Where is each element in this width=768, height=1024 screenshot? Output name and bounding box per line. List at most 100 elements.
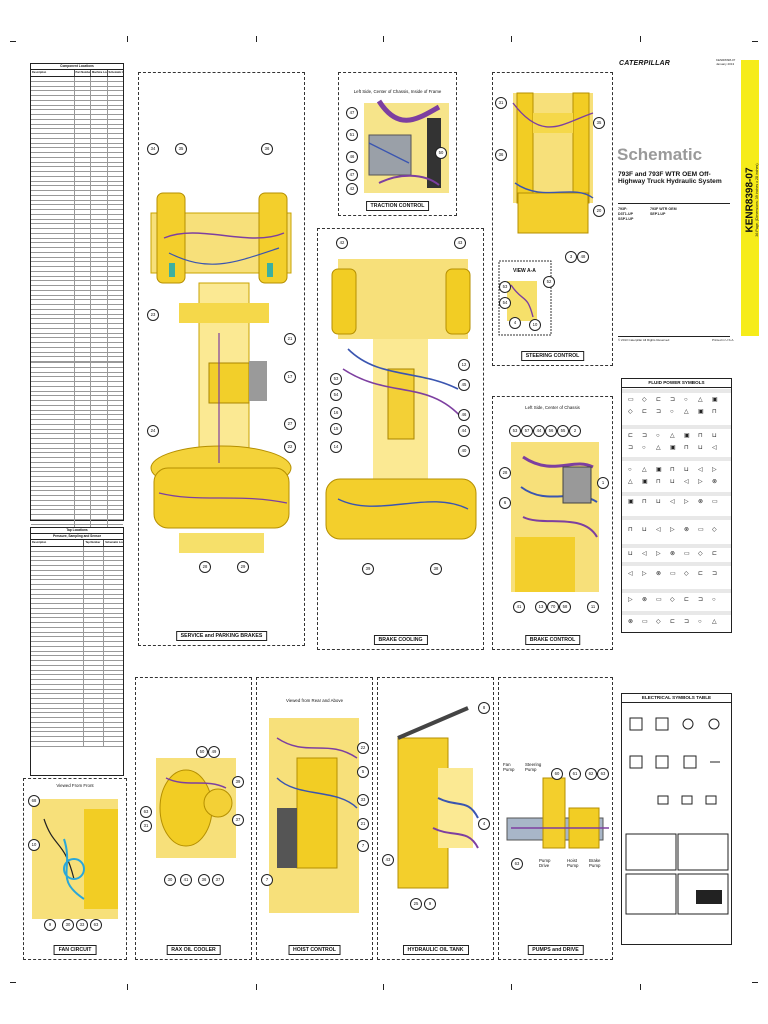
table-cell [91,405,108,410]
table-row [31,167,123,172]
table-cell [108,520,124,524]
table-cell [108,201,124,205]
table-cell [91,472,108,476]
table-cell [91,500,108,505]
fluid-symbol-glyph: ◁ [670,499,675,505]
table-cell [108,468,124,472]
tap-table-body [31,547,123,747]
fluid-symbol-glyph: △ [712,619,717,625]
table-row [31,580,123,585]
table-cell [84,665,105,670]
fluid-symbol-glyph: ⊔ [628,551,633,557]
callout: 70 [547,601,559,613]
callout: 43 [382,854,394,866]
table-cell [75,110,91,114]
table-cell [108,148,124,152]
table-cell [75,233,91,238]
table-cell [104,704,123,708]
table-row [31,684,123,690]
panel-label: BRAKE CONTROL [524,635,581,645]
table-row [31,181,123,187]
table-cell [84,684,105,689]
fluid-symbol-glyph: ○ [670,409,674,415]
table-cell [75,515,91,519]
table-cell [91,477,108,481]
table-cell [75,205,91,209]
table-cell [108,262,124,266]
callout: 27 [284,418,296,430]
table-row [31,575,123,581]
table-cell [91,309,108,314]
table-row [31,243,123,248]
callout: 21 [357,818,369,830]
callout: 50 [196,746,208,758]
table-cell [31,276,75,281]
table-row [31,115,123,120]
symbol-section-header [622,589,731,593]
table-cell [75,343,91,347]
table-cell [91,153,108,157]
table-cell [108,491,124,495]
callout: 33 [357,794,369,806]
table-cell [31,262,75,266]
table-cell [108,253,124,257]
table-cell [31,627,85,632]
table-cell [75,248,91,252]
table-cell [75,200,91,205]
fluid-symbol-glyph: ⊗ [684,527,690,533]
crop-mark [10,41,16,42]
table-row [31,505,123,511]
table-cell [91,300,108,304]
table-cell [108,348,124,352]
callout: 43 [454,237,466,249]
table-row [31,424,123,430]
table-cell [75,324,91,328]
table-cell [31,547,85,551]
table-cell [104,666,123,670]
table-cell [108,392,124,396]
table-cell [31,594,85,599]
table-cell [31,500,75,505]
fluid-symbol-glyph: ⊔ [642,527,647,533]
fluid-symbols-title: FLUID POWER SYMBOLS [622,379,731,388]
table-cell [75,119,91,124]
service-parking-illustration [150,192,292,553]
table-cell [75,229,91,233]
table-cell [108,406,124,410]
fluid-symbol-glyph: ⊔ [698,445,703,451]
table-cell [31,229,75,233]
symbol-section-header [622,562,731,566]
fan-illustration [32,799,118,919]
fluid-symbol-glyph: ⊗ [628,619,634,625]
table-cell [31,486,75,491]
panel-caption: Viewed From Front [56,783,94,788]
table-cell [31,167,75,171]
table-cell [91,267,108,271]
fluid-symbol-glyph: ⊏ [712,551,718,557]
fluid-symbol-glyph: ⊐ [698,597,704,603]
table-cell [31,401,75,405]
table-cell [75,486,91,491]
table-cell [31,505,75,510]
callout: 22 [357,742,369,754]
table-cell [31,290,75,295]
table-cell [31,589,85,594]
table-row [31,248,123,253]
fluid-symbol-glyph: ▷ [670,527,675,533]
table-row [31,515,123,520]
hoist-illustration [269,718,359,913]
table-cell [91,262,108,266]
callout: 44 [458,425,470,437]
callout: 28 [199,561,211,573]
table-cell [108,134,124,138]
table-row [31,594,123,600]
table-cell [108,300,124,304]
callout: 15 [330,423,342,435]
fluid-symbol-glyph: ◇ [628,409,633,415]
table-cell [31,670,85,675]
table-cell [108,224,124,228]
fluid-symbol-glyph: ◁ [656,527,661,533]
fluid-symbol-glyph: ⊏ [670,619,676,625]
table-row [31,646,123,652]
table-cell [104,661,123,665]
